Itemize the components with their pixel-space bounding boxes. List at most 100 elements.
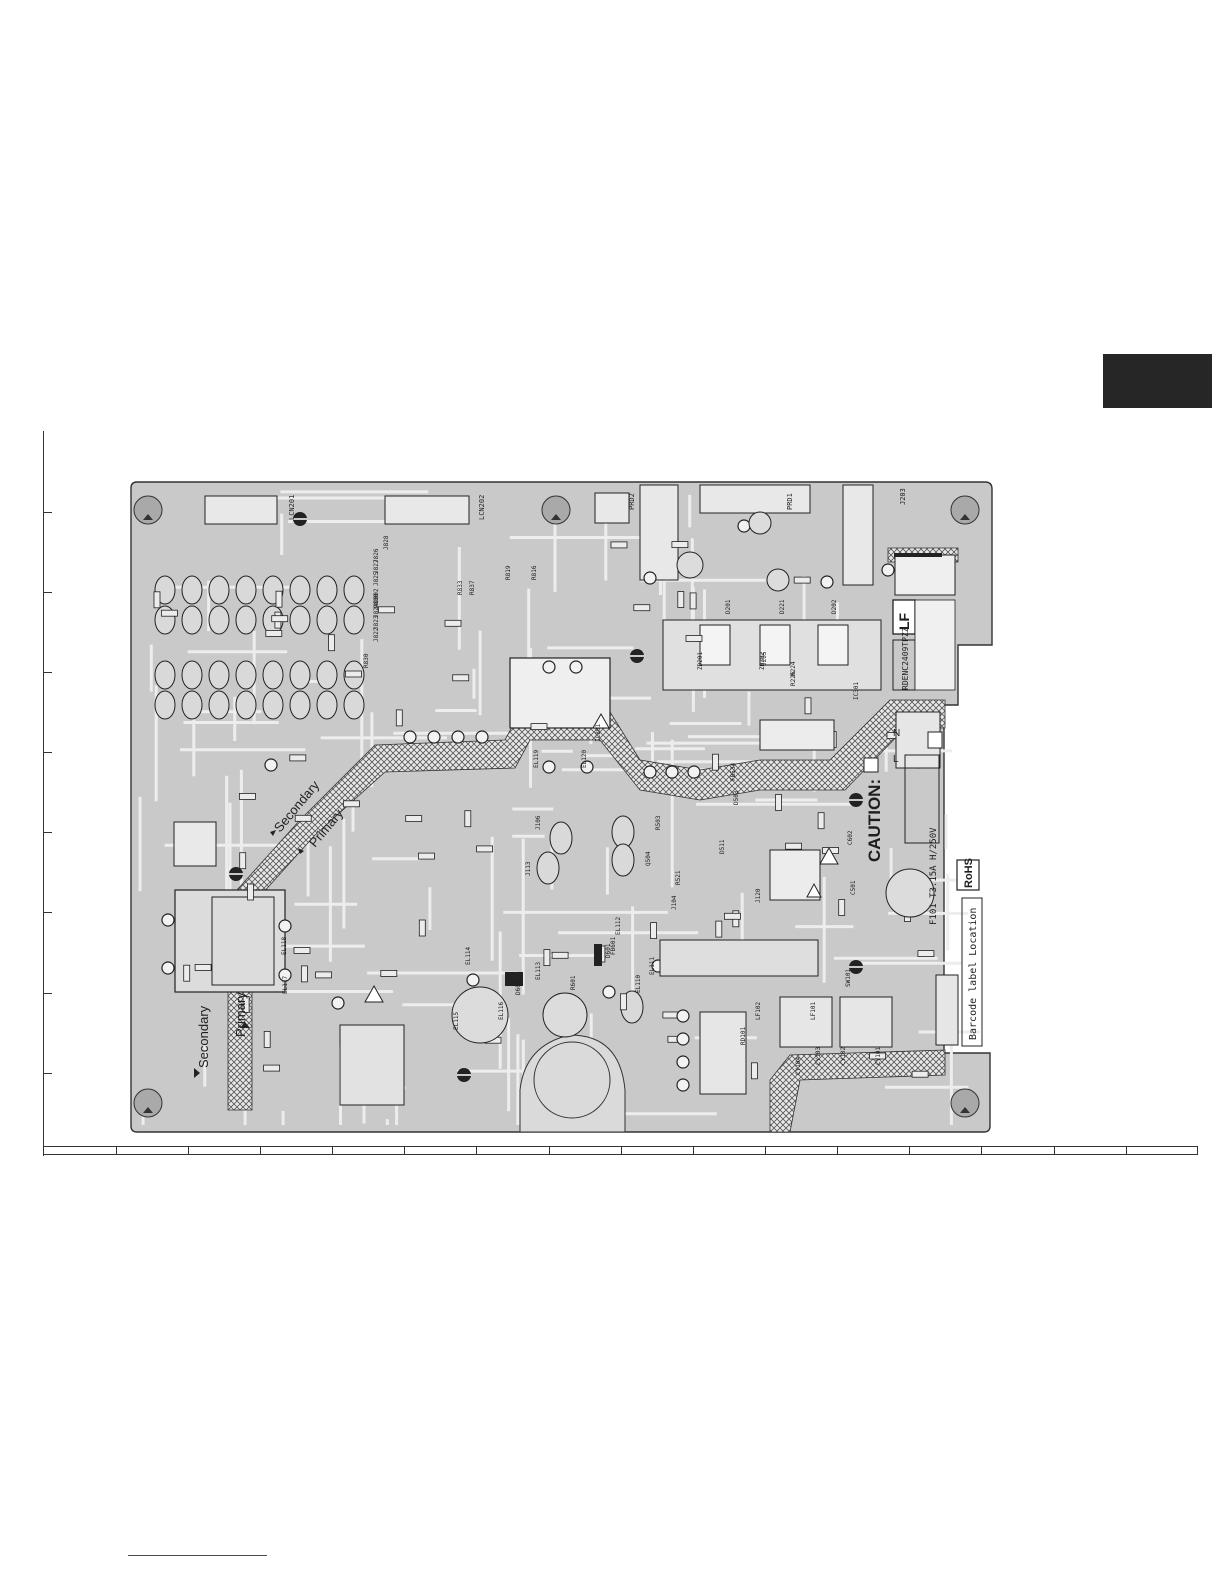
ruler-col-tick xyxy=(909,1146,910,1155)
ruler-col-tick xyxy=(981,1146,982,1155)
pad xyxy=(820,575,834,589)
ref-designator: ZD201 xyxy=(697,652,704,670)
pad xyxy=(676,1078,690,1092)
ruler-row-tick xyxy=(43,592,52,593)
ref-designator: J205 xyxy=(761,651,768,666)
resistor xyxy=(543,949,551,966)
ref-designator: EL114 xyxy=(465,947,472,965)
ref-designator: RD101 xyxy=(740,1027,747,1045)
diode-d601 xyxy=(594,944,602,966)
connector-j203-block xyxy=(842,484,874,586)
ref-designator: EL115 xyxy=(453,1012,460,1030)
ruler-col-tick xyxy=(621,1146,622,1155)
ref-designator: FB534 xyxy=(730,763,737,781)
resistor xyxy=(289,754,307,762)
connector-lcn201 xyxy=(204,495,278,525)
pad xyxy=(676,1055,690,1069)
line-label-l: L xyxy=(893,754,899,765)
pad xyxy=(161,961,175,975)
resistor xyxy=(345,670,362,678)
primary-label-2: Primary xyxy=(233,992,248,1037)
ref-designator: J106 xyxy=(535,815,542,830)
ref-designator: R833 xyxy=(457,580,464,595)
resistor xyxy=(804,697,812,715)
ruler-col-tick xyxy=(1126,1146,1127,1155)
resistor xyxy=(263,1064,281,1072)
ruler-row-tick xyxy=(43,672,52,673)
resistor xyxy=(685,635,703,642)
resistor xyxy=(275,590,283,608)
resistor xyxy=(378,606,395,614)
ref-designator: EL111 xyxy=(649,957,656,975)
ref-designator: EL116 xyxy=(498,1002,505,1020)
ref-designator: Q504 xyxy=(645,851,652,866)
fuse-black xyxy=(894,553,942,557)
isolation-barrier xyxy=(227,699,946,1111)
ref-designator: R837 xyxy=(469,580,476,595)
capacitor-oval xyxy=(154,690,176,720)
resistor xyxy=(689,592,697,610)
frame-left-rule xyxy=(43,431,44,1156)
ruler-row-tick xyxy=(43,1073,52,1074)
mount-hole-tm xyxy=(541,495,571,525)
ref-designator: CY104 xyxy=(795,1057,802,1075)
ref-designator: D503 xyxy=(733,790,740,805)
ruler-col-tick xyxy=(693,1146,694,1155)
resistor xyxy=(417,852,435,860)
resistor xyxy=(242,996,250,1013)
rohs-label: RoHS xyxy=(963,858,975,888)
footer-link-underline[interactable] xyxy=(128,1555,267,1556)
diode-d602 xyxy=(505,972,523,986)
pcb-data-box xyxy=(914,599,956,691)
ref-designator: IC801 xyxy=(595,724,602,742)
ic-block-bottom xyxy=(339,1024,405,1106)
resistor xyxy=(793,576,811,584)
resistor xyxy=(263,1031,271,1048)
ref-designator: EL119 xyxy=(533,750,540,768)
ref-designator: D601 xyxy=(605,943,612,958)
capacitor-oval xyxy=(316,575,338,605)
capacitor-oval xyxy=(262,690,284,720)
capacitor-oval xyxy=(611,843,635,877)
pad xyxy=(542,760,556,774)
resistor xyxy=(405,815,423,822)
ref-designator: J828 xyxy=(383,535,390,550)
ruler-row-tick xyxy=(43,993,52,994)
resistor xyxy=(869,1052,886,1060)
capacitor-oval xyxy=(262,660,284,690)
capacitor-oval xyxy=(235,690,257,720)
pcb-id: RDENC2409TPZZ xyxy=(901,627,910,690)
pad xyxy=(403,730,417,744)
ref-designator: J113 xyxy=(525,861,532,876)
resistor xyxy=(917,950,935,957)
pad xyxy=(331,996,345,1010)
ruler-col-tick xyxy=(549,1146,550,1155)
resistor xyxy=(294,814,312,822)
pad xyxy=(278,919,292,933)
caution-label: CAUTION: xyxy=(865,779,884,862)
ref-designator: D602 xyxy=(515,980,522,995)
resistor xyxy=(551,951,569,959)
pad xyxy=(881,563,895,577)
pad xyxy=(643,571,657,585)
ref-designator: J824 xyxy=(373,603,380,618)
pad xyxy=(687,765,701,779)
electrolytic-cap-c211 xyxy=(766,568,790,592)
connector-prd1b-block xyxy=(699,484,811,514)
resistor xyxy=(671,541,689,548)
resistor xyxy=(342,800,360,808)
ruler-col-tick xyxy=(404,1146,405,1155)
capacitor-oval xyxy=(208,605,230,635)
ref-designator: J104 xyxy=(671,895,678,910)
electrolytic-cap-large-2 xyxy=(542,992,588,1038)
pad xyxy=(602,985,616,999)
pad xyxy=(676,1032,690,1046)
resistor xyxy=(785,842,802,850)
resistor xyxy=(650,922,657,939)
connector-prd2 xyxy=(594,492,630,524)
isolation-barrier-bottom xyxy=(769,1049,946,1133)
ruler-col-tick xyxy=(837,1146,838,1155)
capacitor-oval xyxy=(181,605,203,635)
barcode-location-box xyxy=(961,897,983,1047)
ref-designator: SW101 xyxy=(845,969,852,987)
